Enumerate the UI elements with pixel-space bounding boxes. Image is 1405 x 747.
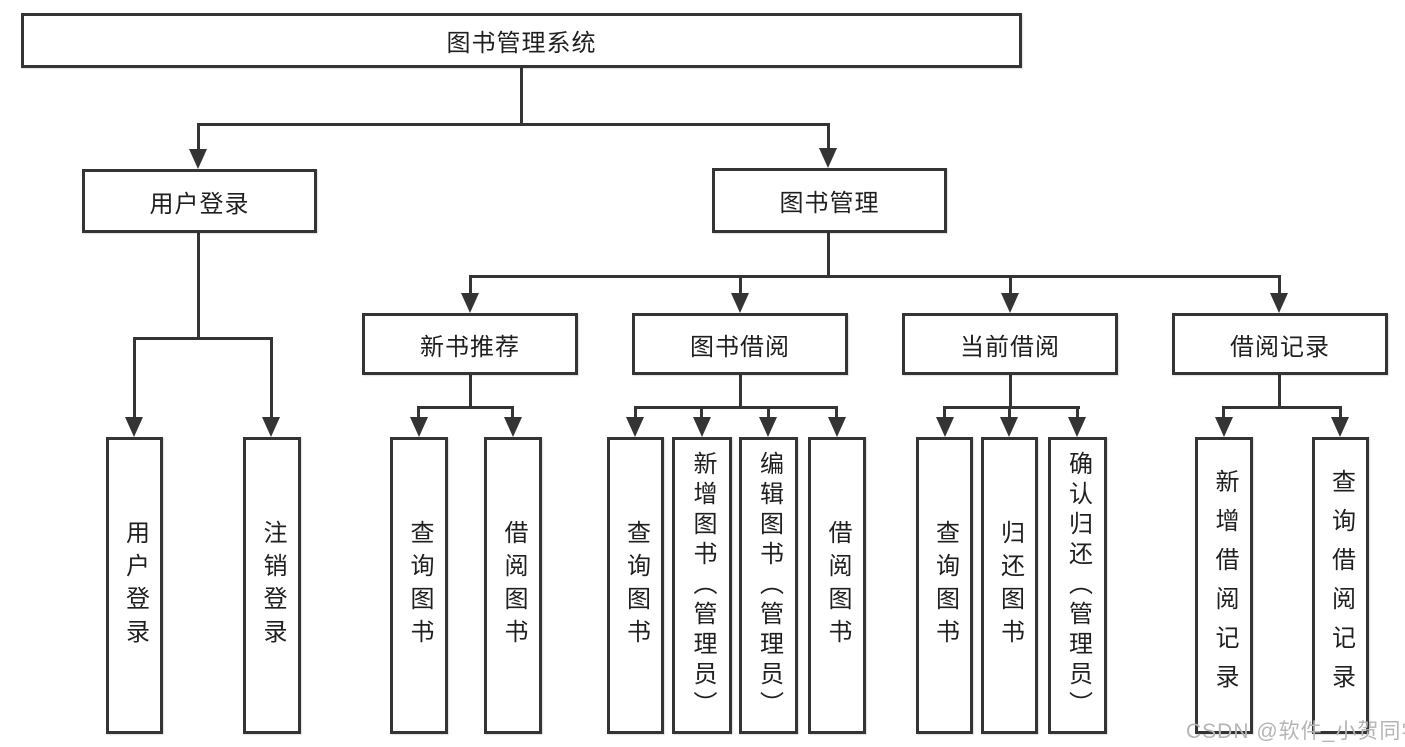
- arrow-down-icon: [936, 417, 954, 437]
- connector-to-nbr-query: [417, 406, 420, 421]
- node-user-login: 用户登录: [82, 169, 317, 233]
- node-borrow-records: 借阅记录: [1172, 313, 1388, 375]
- node-nbr-query: 查询图书: [390, 437, 448, 734]
- arrow-down-icon: [504, 417, 522, 437]
- connector-to-bb-edit: [767, 406, 770, 421]
- arrow-down-icon: [828, 417, 846, 437]
- arrow-down-icon: [1000, 417, 1018, 437]
- node-bb-query: 查询图书: [607, 437, 664, 734]
- connector-to-ul-logout: [270, 337, 273, 421]
- connector-to-borrow-records: [1278, 275, 1281, 297]
- connector-bb-branch: [634, 406, 838, 409]
- connector-cb-branch: [943, 406, 1080, 409]
- node-cb-confirm: 确认归还（管理员）: [1048, 437, 1107, 734]
- connector-book-mgmt-branch: [469, 275, 1281, 278]
- arrow-down-icon: [1331, 417, 1349, 437]
- node-br-query: 查询借阅记录: [1312, 437, 1369, 734]
- node-current-borrow: 当前借阅: [902, 313, 1118, 375]
- connector-to-br-query: [1339, 406, 1342, 421]
- connector-user-login-branch: [133, 337, 272, 340]
- connector-root-stem: [520, 68, 523, 123]
- connector-cb-stem: [1009, 375, 1012, 406]
- csdn-watermark: CSDN @软件_小贺同学: [1186, 720, 1405, 743]
- arrow-down-icon: [693, 417, 711, 437]
- connector-to-new-book-rec: [469, 275, 472, 297]
- arrow-down-icon: [262, 417, 280, 437]
- connector-to-cb-return: [1008, 406, 1011, 421]
- arrow-down-icon: [759, 417, 777, 437]
- arrow-down-icon: [1270, 293, 1288, 313]
- connector-to-cb-query: [943, 406, 946, 421]
- connector-bb-stem: [739, 375, 742, 406]
- node-bb-edit: 编辑图书（管理员）: [739, 437, 798, 734]
- connector-br-branch: [1222, 406, 1342, 409]
- node-ul-logout: 注销登录: [243, 437, 301, 734]
- arrow-down-icon: [731, 293, 749, 313]
- node-new-book-rec: 新书推荐: [362, 313, 578, 375]
- arrow-down-icon: [1215, 417, 1233, 437]
- node-ul-login: 用户登录: [106, 437, 163, 734]
- node-root: 图书管理系统: [21, 13, 1022, 68]
- node-cb-query: 查询图书: [916, 437, 973, 734]
- node-cb-return: 归还图书: [981, 437, 1038, 734]
- connector-to-cb-confirm: [1076, 406, 1079, 421]
- connector-user-login-stem: [197, 233, 200, 337]
- connector-to-book-mgmt: [827, 123, 830, 152]
- node-book-mgmt: 图书管理: [712, 168, 947, 233]
- connector-to-bb-add: [700, 406, 703, 421]
- connector-to-nbr-borrow: [511, 406, 514, 421]
- arrow-down-icon: [626, 417, 644, 437]
- node-book-borrow: 图书借阅: [632, 313, 848, 375]
- node-bb-add: 新增图书（管理员）: [672, 437, 732, 734]
- connector-book-mgmt-stem: [827, 233, 830, 275]
- connector-br-stem: [1278, 375, 1281, 406]
- arrow-down-icon: [461, 293, 479, 313]
- arrow-down-icon: [819, 148, 837, 168]
- connector-nbr-branch: [417, 406, 514, 409]
- connector-to-ul-login: [133, 337, 136, 421]
- arrow-down-icon: [1068, 417, 1086, 437]
- connector-root-branch: [197, 123, 830, 126]
- connector-to-bb-borrow: [835, 406, 838, 421]
- connector-nbr-stem: [469, 375, 472, 406]
- connector-to-current-borrow: [1009, 275, 1012, 297]
- arrow-down-icon: [125, 417, 143, 437]
- node-bb-borrow: 借阅图书: [808, 437, 866, 734]
- arrow-down-icon: [410, 417, 428, 437]
- connector-to-book-borrow: [739, 275, 742, 297]
- connector-to-br-add: [1222, 406, 1225, 421]
- arrow-down-icon: [189, 149, 207, 169]
- connector-to-bb-query: [634, 406, 637, 421]
- node-nbr-borrow: 借阅图书: [484, 437, 542, 734]
- node-br-add: 新增借阅记录: [1195, 437, 1253, 734]
- connector-to-user-login: [197, 123, 200, 153]
- arrow-down-icon: [1001, 293, 1019, 313]
